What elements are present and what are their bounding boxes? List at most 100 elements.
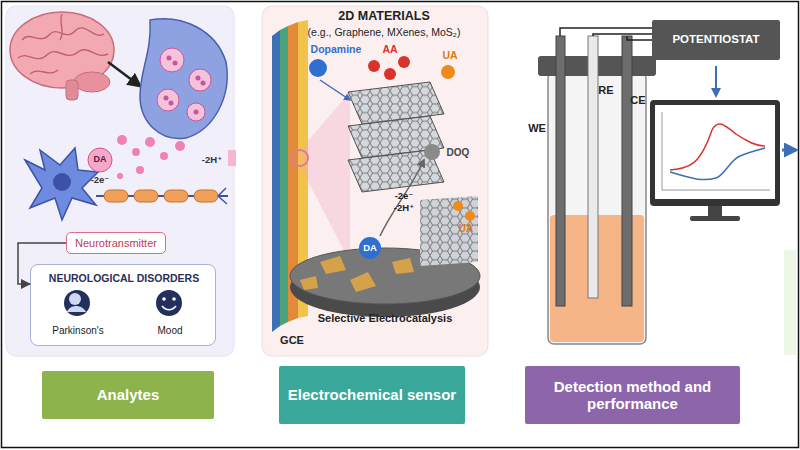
dopamine-release: [160, 152, 168, 160]
label-text: DA: [94, 155, 107, 165]
box-heading: Neurotransmitter: [69, 237, 163, 250]
dopamine-release: [136, 166, 144, 174]
synapse-terminal: [194, 110, 199, 115]
graphene-sheets: [348, 82, 444, 192]
process-box: Neurotransmitter: [66, 232, 166, 254]
process-box: NEUROLOGICAL DISORDERS Parkinson's Mood: [30, 264, 216, 346]
molecules: [465, 211, 475, 221]
dopamine-release: [175, 141, 185, 151]
molecules: [424, 144, 440, 160]
label-text: AA: [382, 44, 397, 56]
dopamine-release: [145, 137, 155, 147]
box-text: Parkinson's: [43, 325, 113, 337]
zoom-callout: [300, 92, 350, 262]
synapse-terminal: [196, 76, 201, 81]
label-text: Selective Electrocatalysis: [318, 312, 453, 324]
mood-icon: [172, 297, 176, 301]
molecules: [453, 201, 463, 211]
label-text: -2e⁻: [395, 191, 414, 201]
monitor: [655, 105, 775, 199]
electrode-disk: [320, 256, 346, 274]
molecules: [359, 237, 381, 259]
box-heading: Detection method and performance: [525, 378, 740, 413]
synapse-terminal: [160, 48, 184, 72]
brain-illustration: [66, 80, 78, 100]
electrode-disk: [290, 196, 480, 317]
mood-icon: [156, 290, 182, 316]
electrochemical-cell: [622, 36, 632, 306]
parkinsons-icon: [64, 290, 90, 316]
label-text: -2H⁺: [394, 203, 414, 213]
sensor-panel: [262, 6, 488, 356]
electrode-disk: [420, 196, 478, 266]
label-text: 2D MATERIALS: [338, 10, 429, 24]
analytes-panel: [6, 6, 234, 356]
parkinsons-icon: [64, 290, 90, 316]
neuron-illustration: [194, 190, 218, 202]
label-text: CE: [630, 94, 645, 106]
dopamine-release: [117, 135, 127, 145]
monitor: [662, 112, 663, 190]
monitor: [650, 66, 796, 355]
mood-icon: [162, 306, 176, 310]
electrochemical-cell: [588, 36, 598, 298]
molecules: [398, 56, 410, 68]
parkinsons-icon: [67, 306, 86, 312]
box-heading: Analytes: [91, 386, 166, 403]
brain-illustration: [74, 72, 110, 92]
wires: [560, 28, 652, 36]
neuron-illustration: [25, 148, 98, 220]
brain-illustration: [18, 50, 108, 59]
sensor-panel: [262, 6, 488, 356]
synapse-terminal: [189, 69, 211, 91]
molecules: [320, 80, 350, 100]
monitor: [715, 66, 717, 96]
synapse-terminal: [173, 61, 178, 66]
parkinsons-icon: [69, 293, 81, 305]
neuron-illustration: [218, 188, 227, 204]
monitor: [670, 124, 765, 170]
box-text: Mood: [135, 325, 205, 337]
monitor: [650, 100, 780, 206]
mood-icon: [162, 297, 166, 301]
label-text: UA: [442, 50, 457, 62]
dopamine-release: [132, 148, 140, 156]
process-box: Detection method and performance: [525, 366, 740, 424]
brain-illustration: [22, 28, 104, 40]
process-box: POTENTIOSTAT: [652, 20, 780, 60]
synapse-terminal: [140, 19, 227, 139]
label-text: -2H⁺: [202, 155, 222, 165]
analytes-panel: [228, 150, 236, 166]
box-heading: NEUROLOGICAL DISORDERS: [31, 272, 217, 284]
label-text: GCE: [280, 334, 304, 346]
neuron-illustration: [25, 148, 228, 220]
synapse-terminal: [140, 19, 227, 139]
wires: [593, 34, 652, 36]
electrochemical-cell: [538, 36, 656, 344]
brain-illustration: [30, 70, 58, 74]
monitor: [708, 206, 722, 216]
box-heading: Electrochemical sensor: [282, 386, 462, 403]
molecules: [309, 59, 327, 77]
label-text: (e.g., Graphene, MXenes, MoS₂): [308, 27, 461, 39]
synapse-terminal: [167, 56, 172, 61]
electrode-disk: [420, 196, 478, 266]
zoom-callout: [292, 92, 350, 262]
neuron-illustration: [53, 173, 71, 191]
molecules: [441, 65, 455, 79]
electrode-disk: [392, 258, 414, 274]
synapse-terminal: [169, 101, 174, 106]
analytes-panel: [6, 6, 236, 356]
synapse-terminal: [164, 96, 169, 101]
electrode-layers: [272, 30, 280, 332]
label-text: -2e⁻: [91, 175, 110, 185]
electrode-disk: [350, 272, 376, 292]
mood-icon: [156, 290, 182, 316]
dopamine-release: [88, 148, 112, 172]
neuron-illustration: [134, 190, 158, 202]
wires: [560, 28, 652, 40]
synapse-terminal: [201, 81, 206, 86]
